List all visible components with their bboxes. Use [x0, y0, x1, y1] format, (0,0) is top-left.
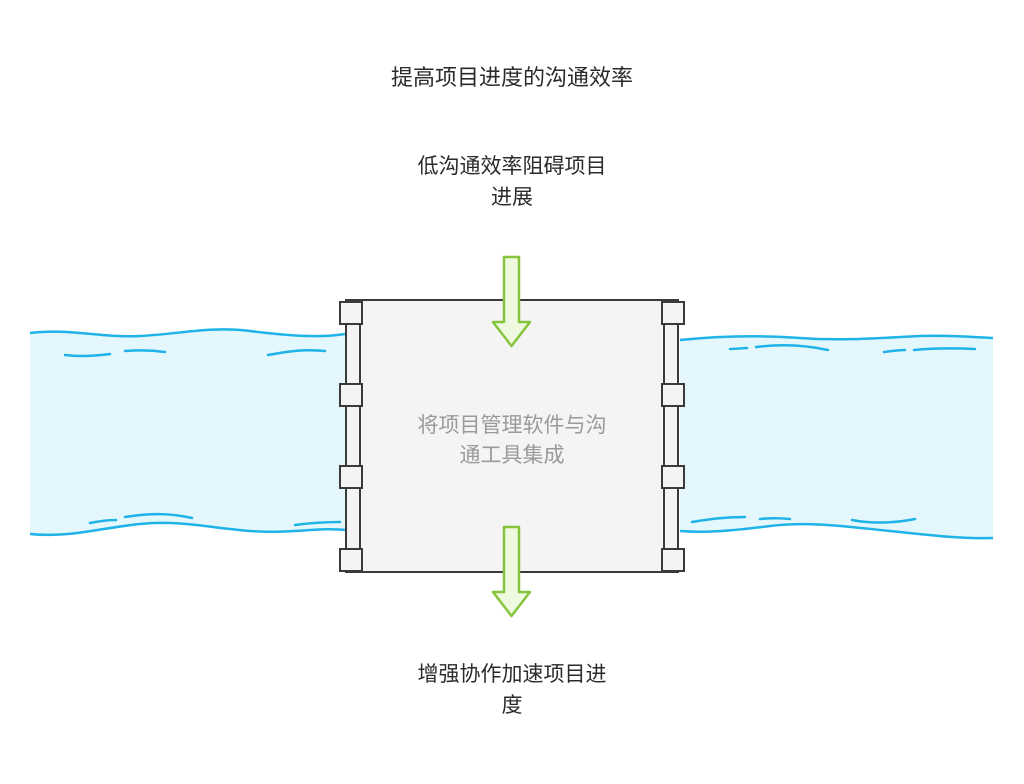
outcome-label-line-2: 度 — [501, 693, 523, 717]
solution-label-line-2: 通工具集成 — [460, 443, 565, 467]
river-right-bottom-bank — [679, 522, 994, 540]
ripple-right-5 — [690, 515, 747, 524]
river-left-bottom-bank — [29, 521, 346, 537]
dam-bracket-left-1 — [339, 301, 363, 325]
ripple-right-6 — [758, 517, 792, 521]
river-left — [29, 328, 346, 537]
dam-bracket-right-2 — [661, 383, 685, 407]
river-right-water — [680, 335, 993, 539]
dam-right-post — [663, 299, 679, 573]
outcome-label: 增强协作加速项目进 度 — [0, 659, 1024, 721]
dam-bracket-left-4 — [339, 548, 363, 572]
dam-bracket-right-3 — [661, 465, 685, 489]
ripple-left-1 — [63, 352, 112, 358]
dam-bracket-left-3 — [339, 465, 363, 489]
dam-bracket-left-2 — [339, 383, 363, 407]
ripple-right-4 — [912, 347, 977, 352]
ripple-left-4 — [88, 518, 118, 525]
arrow-down-top — [491, 255, 532, 348]
ripple-left-5 — [123, 512, 194, 520]
ripple-right-7 — [850, 517, 917, 524]
river-left-top-bank — [29, 328, 346, 338]
dam-bracket-right-4 — [661, 548, 685, 572]
dam-left-post — [345, 299, 361, 573]
ripple-left-6 — [293, 520, 342, 527]
dam-bracket-right-1 — [661, 301, 685, 325]
river-right — [679, 334, 994, 540]
problem-label: 低沟通效率阻碍项目 进展 — [0, 151, 1024, 213]
river-right-top-bank — [679, 334, 994, 342]
solution-label-line-1: 将项目管理软件与沟 — [418, 413, 607, 437]
ripple-right-1 — [728, 346, 749, 351]
problem-label-line-1: 低沟通效率阻碍项目 — [417, 154, 607, 178]
problem-label-line-2: 进展 — [491, 185, 533, 209]
ripple-right-3 — [882, 348, 907, 354]
river-left-water — [30, 329, 345, 535]
arrow-down-bottom — [491, 525, 532, 618]
ripple-left-3 — [266, 348, 327, 357]
ripple-left-2 — [123, 349, 167, 354]
ripple-right-2 — [754, 344, 830, 352]
diagram-title: 提高项目进度的沟通效率 — [390, 66, 633, 91]
outcome-label-line-1: 增强协作加速项目进 — [417, 662, 607, 686]
